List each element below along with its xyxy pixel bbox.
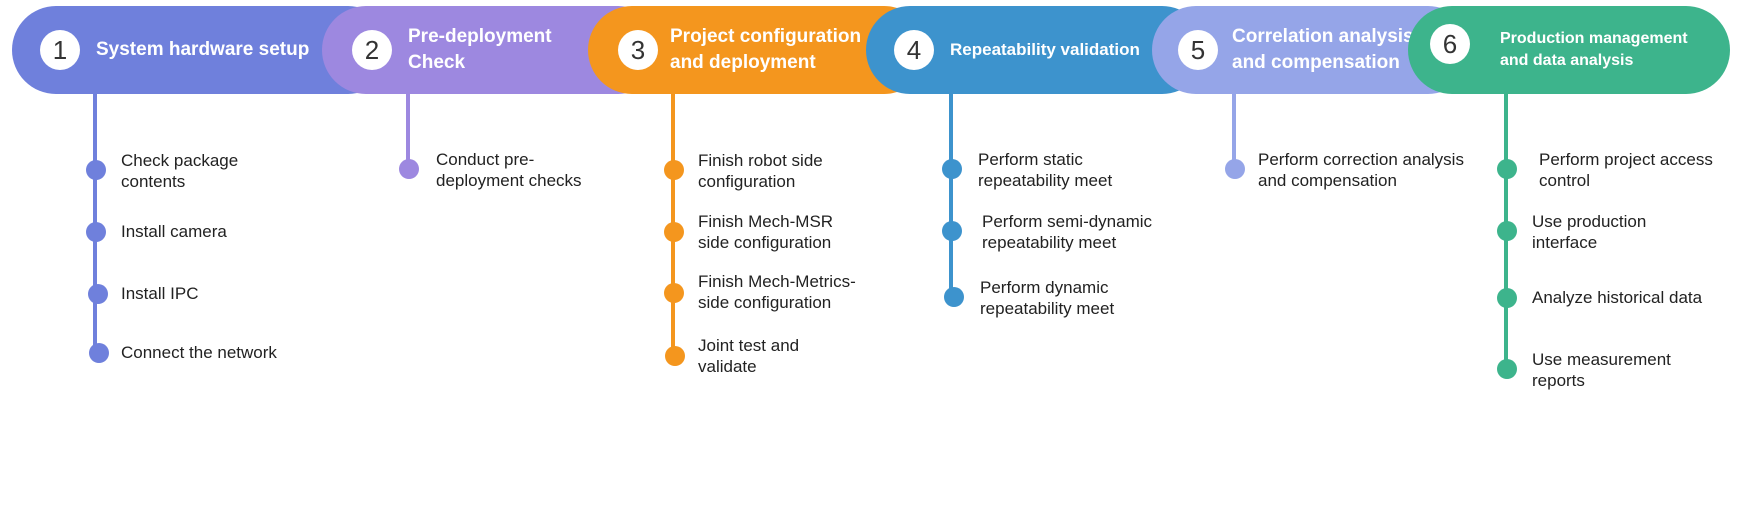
stage-1-title: System hardware setup [96, 39, 310, 61]
stage-5-step-1-dot [1225, 159, 1245, 179]
stage-1-number: 1 [40, 30, 80, 70]
stage-4-step-2-dot [942, 221, 962, 241]
stage-3-step-3-dot [664, 283, 684, 303]
stage-1-step-1: Check package contents [121, 151, 239, 191]
stage-6-step-2: Use production interface [1532, 212, 1647, 252]
stage-4-pill: 4 Repeatability validation [866, 6, 1206, 94]
stage-3-number: 3 [618, 30, 658, 70]
stage-3-step-4-dot [665, 346, 685, 366]
stage-6-step-3: Analyze historical data [1532, 288, 1703, 307]
stage-5-title: Correlation analysis and compensation [1232, 26, 1414, 73]
stage-4-step-2: Perform semi-dynamic repeatability meet [982, 212, 1153, 252]
stage-5-number: 5 [1178, 30, 1218, 70]
stage-6-number: 6 [1430, 24, 1470, 64]
stage-6-step-3-dot [1497, 288, 1517, 308]
stage-3-step-1-dot [664, 160, 684, 180]
stage-2-step-1-dot [399, 159, 419, 179]
stage-6-step-1: Perform project access control [1539, 150, 1713, 190]
stage-3-step-2: Finish Mech-MSR side configuration [698, 212, 834, 252]
stage-6-pill: 6 Production management and data analysi… [1408, 6, 1730, 94]
stage-4-step-1: Perform static repeatability meet [978, 150, 1113, 190]
stage-4-connector [949, 94, 953, 294]
stage-1-step-3: Install IPC [121, 284, 199, 303]
stage-4-step-3-dot [944, 287, 964, 307]
stage-4-step-3: Perform dynamic repeatability meet [980, 278, 1115, 318]
stage-1-step-4: Connect the network [121, 343, 277, 362]
stage-6-step-2-dot [1497, 221, 1517, 241]
stage-3-step-1: Finish robot side configuration [698, 151, 823, 191]
stage-1-step-2: Install camera [121, 222, 227, 241]
stage-6-step-4-dot [1497, 359, 1517, 379]
stage-5-step-1: Perform correction analysis and compensa… [1258, 150, 1464, 190]
stage-2-title: Pre-deployment Check [408, 26, 552, 73]
stage-2-step-1: Conduct pre- deployment checks [436, 150, 582, 190]
stage-4-title: Repeatability validation [950, 39, 1140, 59]
stage-1-step-3-dot [88, 284, 108, 304]
stage-1-step-1-dot [86, 160, 106, 180]
stage-1-step-4-dot [89, 343, 109, 363]
stage-4-step-1-dot [942, 159, 962, 179]
stage-6-step-1-dot [1497, 159, 1517, 179]
stage-3-step-3: Finish Mech-Metrics- side configuration [698, 272, 856, 312]
stage-3-step-4: Joint test and validate [698, 336, 800, 376]
stage-6-step-4: Use measurement reports [1532, 350, 1671, 390]
stage-6-title: Production management and data analysis [1500, 30, 1688, 69]
stage-3-step-2-dot [664, 222, 684, 242]
stage-3-title: Project configuration and deployment [670, 26, 862, 73]
stage-2-connector [406, 94, 410, 160]
stage-4-number: 4 [894, 30, 934, 70]
stage-5-connector [1232, 94, 1236, 160]
stage-2-number: 2 [352, 30, 392, 70]
stage-1-step-2-dot [86, 222, 106, 242]
